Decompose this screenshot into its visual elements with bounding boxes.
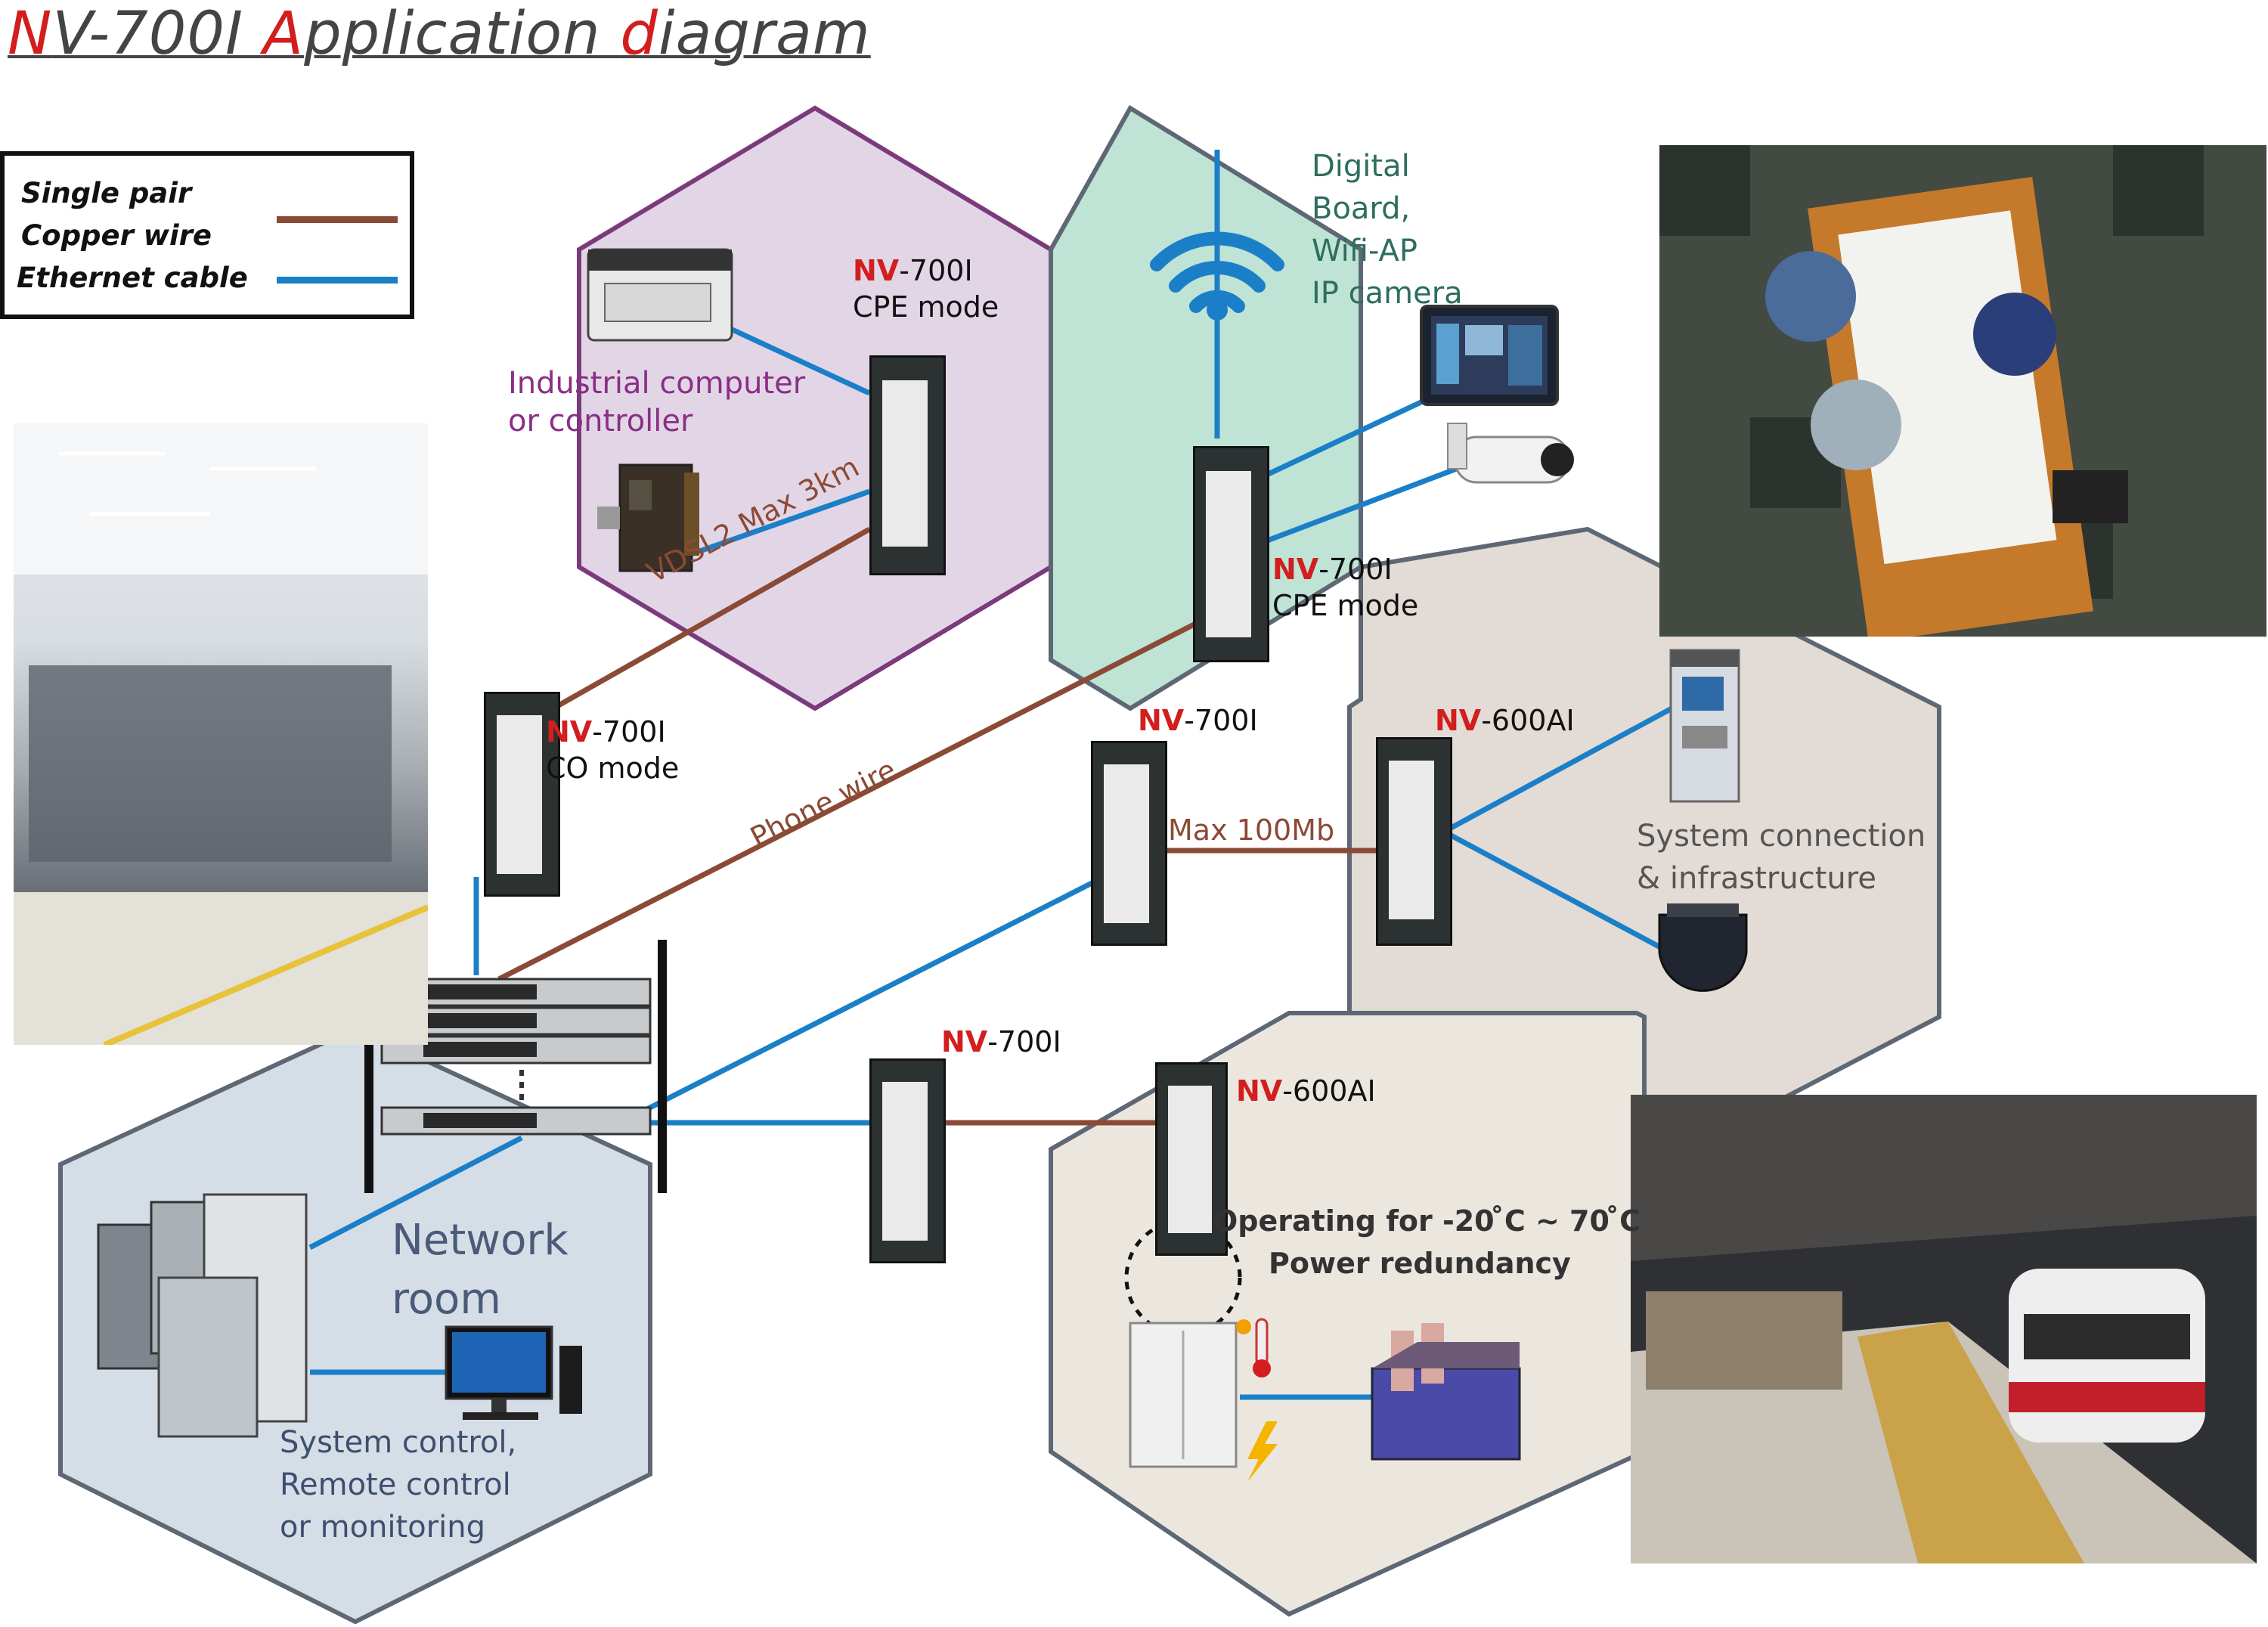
device-mode: CPE mode <box>1272 588 1419 622</box>
label-digital-board: Digital Board, Wifi-AP IP camera <box>1312 145 1463 315</box>
lightning-icon <box>1247 1421 1278 1482</box>
train-station-photo <box>1631 1095 2257 1563</box>
label-system-control: System control, Remote control or monito… <box>280 1421 516 1548</box>
kiosk-icon <box>1669 649 1740 803</box>
device-prefix: NV <box>1138 704 1185 737</box>
label-system-connection: System connection & infrastructure <box>1637 815 1926 900</box>
label-line: Network <box>392 1216 569 1265</box>
legend-single-pair: Single pair <box>21 177 192 209</box>
device-model: -700I <box>592 715 666 748</box>
device-label-600ai-low: NV-600AI <box>1236 1074 1376 1110</box>
desktop-pc-icon <box>445 1325 582 1420</box>
label-line: Wifi-AP <box>1312 234 1418 268</box>
legend-copper-line <box>277 216 398 223</box>
device-model: -700I <box>899 254 973 287</box>
rack-switches <box>364 940 667 1193</box>
label-power-redundancy: Power redundancy <box>1269 1247 1571 1280</box>
industrial-computer-icon <box>587 248 733 342</box>
device-nv700i-co <box>484 692 560 897</box>
hex-network-room <box>58 1025 652 1625</box>
device-label-cpe-green: NV-700I CPE mode <box>1272 552 1418 624</box>
title-part: A <box>262 0 305 68</box>
device-label-low: NV-700I <box>941 1024 1061 1061</box>
device-nv700i-cpe-green <box>1193 446 1269 662</box>
label-line: or controller <box>508 404 693 439</box>
device-model: -600AI <box>1481 704 1575 737</box>
wifi-icon <box>1150 231 1284 321</box>
hex-digital-board <box>1049 104 1363 711</box>
title-part: pplication <box>304 0 621 68</box>
device-model: -700I <box>1318 553 1393 586</box>
label-line: Digital <box>1312 149 1410 184</box>
device-label-co: NV-700I CO mode <box>546 714 679 786</box>
factory-floor-photo <box>14 423 428 1045</box>
label-industrial-computer: Industrial computer or controller <box>508 364 805 440</box>
device-prefix: NV <box>853 254 900 287</box>
device-model: -700I <box>1184 704 1258 737</box>
server-rack-icon <box>97 1193 308 1438</box>
device-nv700i-low <box>869 1058 946 1263</box>
device-label-mid: NV-700I <box>1138 703 1258 739</box>
device-label-cpe-top: NV-700I CPE mode <box>853 253 999 325</box>
digital-board-icon <box>1420 305 1559 406</box>
device-nv700i-mid <box>1091 741 1167 946</box>
device-prefix: NV <box>1435 704 1482 737</box>
ip-camera-icon <box>1447 423 1574 484</box>
title-part: N <box>8 0 53 68</box>
label-operating-temp: Operating for -20 ̊C ~ 70 ̊C <box>1213 1204 1641 1238</box>
device-nv600ai-low <box>1155 1062 1228 1256</box>
controller-icon <box>597 463 699 572</box>
label-line: Board, <box>1312 191 1411 226</box>
device-model: -600AI <box>1282 1074 1376 1108</box>
device-model: -700I <box>987 1025 1061 1058</box>
label-line: System connection <box>1637 819 1926 854</box>
legend-ethernet-cable: Ethernet cable <box>17 262 248 294</box>
cabinet-icon <box>1129 1322 1238 1468</box>
label-line: IP camera <box>1312 276 1463 311</box>
label-line: room <box>392 1275 501 1325</box>
title-part: d <box>620 0 658 68</box>
legend-copper-wire: Copper wire <box>21 219 212 252</box>
label-network-room: Network room <box>392 1211 569 1330</box>
device-prefix: NV <box>941 1025 988 1058</box>
dome-camera-icon <box>1658 903 1748 992</box>
label-line: Remote control <box>280 1467 511 1502</box>
device-mode: CPE mode <box>853 290 999 324</box>
thermometer-icon <box>1236 1318 1271 1378</box>
legend-ethernet-line <box>277 277 398 284</box>
device-nv700i-cpe-top <box>869 355 946 575</box>
factory-icon <box>1371 1323 1521 1461</box>
legend: Single pair Copper wire Ethernet cable <box>0 151 414 319</box>
redundancy-ring <box>1124 1219 1242 1337</box>
device-label-600ai-right: NV-600AI <box>1435 703 1575 739</box>
title-part: iagram <box>658 0 871 68</box>
label-line: Industrial computer <box>508 366 806 401</box>
label-max-100mb: Max 100Mb <box>1168 814 1335 847</box>
device-prefix: NV <box>1236 1074 1283 1108</box>
label-line: or monitoring <box>280 1510 485 1545</box>
office-meeting-photo <box>1659 145 2266 637</box>
device-mode: CO mode <box>546 751 680 785</box>
label-line: System control, <box>280 1425 517 1460</box>
device-nv600ai-right <box>1376 737 1452 946</box>
page-title: NV-700I Application diagram <box>8 0 871 68</box>
device-prefix: NV <box>546 715 593 748</box>
title-part: V-700I <box>52 0 263 68</box>
device-prefix: NV <box>1272 553 1319 586</box>
label-line: & infrastructure <box>1637 861 1876 896</box>
